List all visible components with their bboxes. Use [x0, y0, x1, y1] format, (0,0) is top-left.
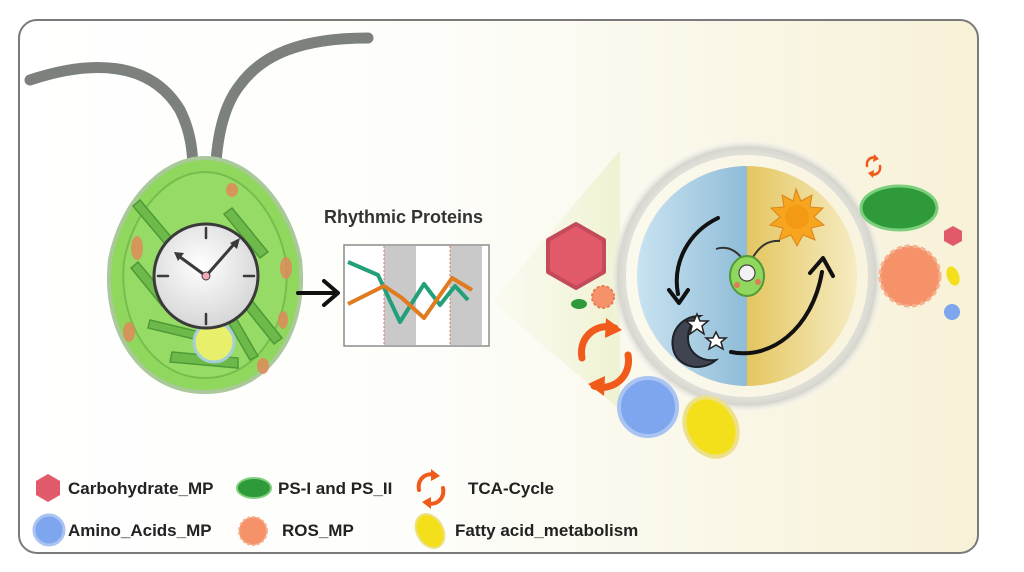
legend-green-ellipse-icon [236, 477, 272, 499]
mini-cell-icon [715, 239, 781, 297]
day-night-cycle [609, 138, 885, 414]
metabolite-shapes [546, 154, 962, 459]
cycle-arrows [674, 216, 824, 356]
clock-icon [152, 222, 260, 330]
hexagon-icon-small [944, 226, 962, 246]
green-ellipse-icon-large [859, 184, 939, 232]
yellow-ellipse-icon [682, 395, 740, 459]
orange-rhythm-line [347, 276, 474, 320]
cycle-arrows-icon [578, 318, 632, 396]
blue-circle-icon [617, 376, 679, 438]
rhythm-graph [343, 244, 490, 347]
algae-cell-illustration [24, 32, 374, 395]
legend: Carbohydrate_MP PS-I and PS_II TCA-Cycle… [32, 469, 638, 549]
orange-gear-icon-large [878, 244, 942, 308]
yellow-ellipse-icon-small [946, 266, 960, 286]
right-arrow-icon [296, 279, 340, 307]
blue-circle-icon-small [944, 304, 960, 320]
legend-orange-gear-icon [238, 516, 268, 546]
legend-label-ros: ROS_MP [282, 521, 354, 540]
legend-blue-circle-icon [32, 513, 66, 547]
legend-yellow-ellipse-icon [414, 513, 446, 549]
legend-label-tca-cycle: TCA-Cycle [468, 479, 554, 498]
flagellum-right [209, 32, 374, 196]
legend-label-fatty-acid: Fatty acid_metabolism [455, 521, 638, 540]
rhythmic-proteins-title: Rhythmic Proteins [324, 207, 483, 227]
legend-cycle-arrows-icon [416, 469, 446, 509]
cycle-arrows-icon-small [865, 154, 882, 178]
legend-label-photosystems: PS-I and PS_II [278, 479, 392, 498]
orange-gear-icon [591, 285, 615, 309]
green-ellipse-icon [571, 299, 587, 309]
hexagon-icon [546, 222, 606, 290]
legend-label-amino-acids: Amino_Acids_MP [68, 521, 212, 540]
legend-hexagon-icon [36, 474, 60, 502]
pyrenoid-spots [123, 183, 292, 374]
sun-icon [768, 187, 826, 248]
zoom-cone [492, 150, 620, 410]
legend-label-carbohydrate: Carbohydrate_MP [68, 479, 213, 498]
moon-stars-icon [671, 312, 729, 368]
teal-rhythm-line [347, 260, 470, 324]
